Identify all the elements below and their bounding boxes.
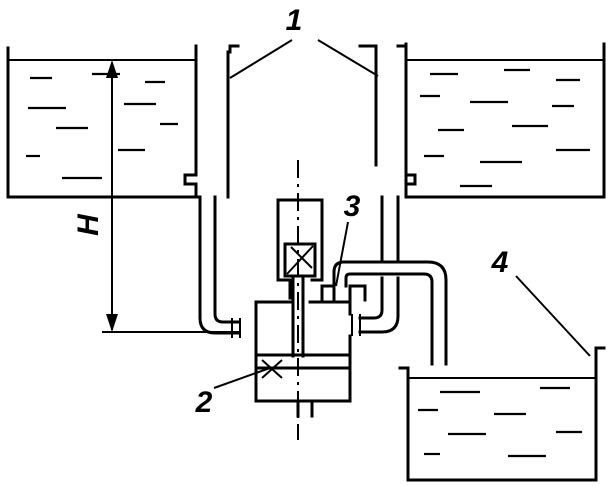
height-label: H <box>72 213 105 236</box>
label-4: 4 <box>491 246 509 279</box>
left-standpipe <box>183 44 241 338</box>
callout-2: 2 <box>195 367 271 419</box>
right-supply-tank <box>358 42 606 199</box>
lower-receiving-tank <box>398 346 606 482</box>
diaphragm-chamber <box>254 353 352 403</box>
label-1: 1 <box>286 4 303 37</box>
callout-1: 1 <box>229 4 379 79</box>
valve-body <box>254 160 367 440</box>
right-standpipe <box>351 195 400 336</box>
left-supply-tank <box>6 46 202 199</box>
right-tank-water <box>420 68 590 188</box>
height-dimension: H <box>72 60 240 333</box>
left-tank-water <box>26 72 178 180</box>
label-2: 2 <box>195 386 213 419</box>
lower-tank-water <box>418 386 582 458</box>
callout-4: 4 <box>491 246 591 357</box>
pilot-siphon-pipe <box>320 260 448 366</box>
pilot-port <box>320 284 336 304</box>
label-3: 3 <box>344 190 361 223</box>
callout-3: 3 <box>335 190 361 287</box>
plunger-block <box>283 242 317 278</box>
